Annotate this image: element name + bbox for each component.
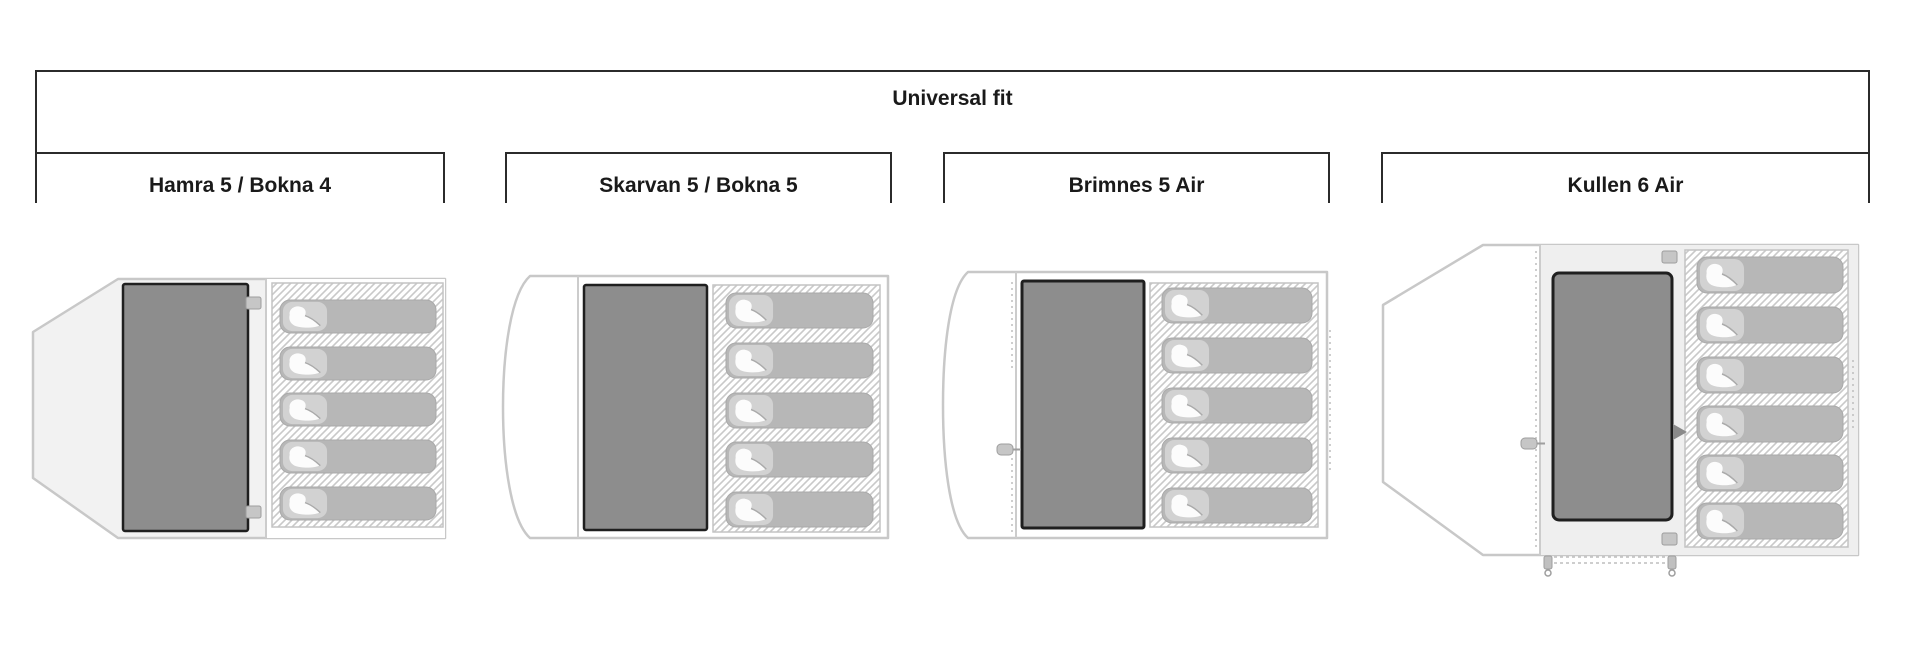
sleeping-bag-icon <box>282 441 328 472</box>
sleeping-bag-icon <box>1699 308 1745 342</box>
toggle-tab-icon <box>245 296 262 310</box>
tent-diagram-brimnes-5-air <box>941 270 1331 540</box>
sleeping-bag-icon <box>282 394 328 425</box>
inner-cabin <box>121 282 250 533</box>
sleeping-bag-icon <box>282 301 328 332</box>
toggle-tab-icon <box>245 505 262 519</box>
banner-title: Universal fit <box>892 87 1013 110</box>
sleeping-bag-icon <box>1164 339 1210 372</box>
sleeping-bag-icon <box>1699 456 1745 490</box>
column-header-skarvan-5-bokna-5: Skarvan 5 / Bokna 5 <box>505 152 892 203</box>
column-header-label: Skarvan 5 / Bokna 5 <box>599 174 798 197</box>
sleeping-bag-icon <box>728 294 774 327</box>
sleeping-bag-icon <box>1164 389 1210 422</box>
sleeping-bag-icon <box>1699 358 1745 392</box>
inner-cabin <box>1551 271 1674 522</box>
sleeping-bag-icon <box>728 493 774 526</box>
sleeping-bag-icon <box>1699 504 1745 538</box>
zipper-pull-icon <box>1544 569 1552 577</box>
valve-icon <box>1520 437 1538 450</box>
toggle-tab-icon <box>1661 532 1678 546</box>
sleeping-bag-icon <box>728 344 774 377</box>
toggle-tab-icon <box>1661 250 1678 264</box>
tent-diagram-hamra-5-bokna-4 <box>31 277 447 540</box>
column-header-kullen-6-air: Kullen 6 Air <box>1381 152 1870 203</box>
tent-diagram-skarvan-5-bokna-5 <box>501 274 890 540</box>
tent-diagram-kullen-6-air <box>1381 243 1860 577</box>
sleeping-bag-icon <box>1164 439 1210 472</box>
zipper-pull-icon <box>1668 569 1676 577</box>
valve-icon <box>996 443 1014 456</box>
sleeping-bag-icon <box>1164 289 1210 322</box>
column-header-label: Hamra 5 / Bokna 4 <box>148 174 332 197</box>
sleeping-bag-icon <box>728 443 774 476</box>
column-header-label: Brimnes 5 Air <box>1068 174 1205 197</box>
column-header-label: Kullen 6 Air <box>1567 174 1684 197</box>
universal-fit-banner: Universal fit <box>35 70 1870 152</box>
column-header-brimnes-5-air: Brimnes 5 Air <box>943 152 1330 203</box>
sleeping-bag-icon <box>1699 407 1745 441</box>
zipper-pull-icon <box>1667 555 1677 570</box>
zipper-pull-icon <box>1543 555 1553 570</box>
column-header-hamra-5-bokna-4: Hamra 5 / Bokna 4 <box>35 152 445 203</box>
sleeping-bag-icon <box>1164 489 1210 522</box>
sleeping-area-hatch <box>1684 249 1849 548</box>
inner-cabin <box>582 283 709 532</box>
sleeping-bag-icon <box>282 348 328 379</box>
sleeping-bag-icon <box>282 488 328 519</box>
inner-cabin <box>1020 279 1146 530</box>
sleeping-bag-icon <box>728 394 774 427</box>
door-arrow-icon <box>1673 424 1687 440</box>
sleeping-bag-icon <box>1699 258 1745 292</box>
